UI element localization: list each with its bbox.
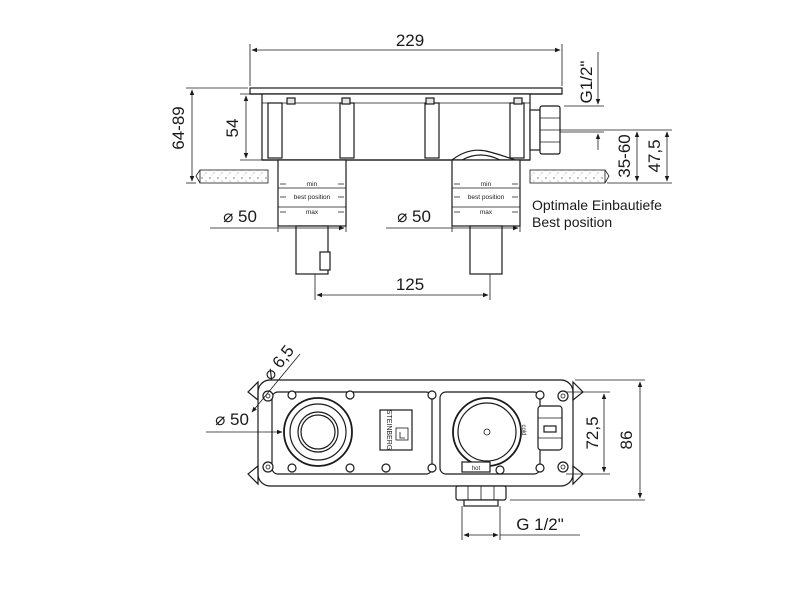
note-best-position-en: Best position — [532, 214, 612, 230]
dim-35-60-label: 35-60 — [615, 134, 634, 177]
dim-left-diameter-label: ⌀ 50 — [223, 207, 257, 226]
cover-plate — [249, 87, 563, 95]
right-scale-min: min — [481, 181, 492, 188]
mounting-holes — [262, 390, 569, 475]
brand-stamp — [379, 409, 413, 451]
side-inlet-fitting — [529, 105, 561, 155]
left-scale-max: max — [306, 209, 319, 216]
cold-label: cold — [520, 424, 526, 435]
dim-86: 86 — [510, 379, 645, 501]
dim-side-thread-label: G1/2" — [577, 61, 596, 104]
left-cartridge — [277, 159, 347, 275]
dim-plan-diameter-label: ⌀ 50 — [215, 410, 249, 429]
right-spindle — [452, 397, 522, 473]
note-best-position-de: Optimale Einbautiefe — [532, 197, 662, 213]
dim-72-5-label: 72,5 — [583, 416, 602, 449]
plan-view: STEINBERG cold hot ⌀ 6,5 ⌀ 50 — [206, 342, 645, 540]
dim-right-diameter-label: ⌀ 50 — [397, 207, 431, 226]
dim-64-89: 64-89 — [169, 87, 248, 184]
left-scale-best: best position — [294, 194, 331, 201]
scale-ticks — [280, 183, 518, 213]
dim-125-label: 125 — [396, 275, 424, 294]
dim-plan-diameter: ⌀ 50 — [206, 410, 283, 435]
dim-side-thread: G1/2" — [560, 52, 604, 150]
dim-47-5-label: 47,5 — [645, 139, 664, 172]
dim-right-diameter: ⌀ 50 — [386, 207, 521, 232]
dim-left-diameter: ⌀ 50 — [210, 207, 347, 232]
dim-bottom-thread-label: G 1/2" — [516, 515, 564, 534]
dim-229-label: 229 — [396, 31, 424, 50]
right-scale-best: best position — [468, 194, 505, 201]
wall-section — [195, 169, 610, 184]
dim-bottom-thread: G 1/2" — [461, 506, 580, 540]
dim-72-5: 72,5 — [566, 391, 610, 475]
dim-hole-diameter-label: ⌀ 6,5 — [259, 342, 298, 384]
dim-86-label: 86 — [617, 431, 636, 450]
brand-label: STEINBERG — [385, 410, 392, 450]
dim-229: 229 — [249, 31, 563, 86]
dim-64-89-label: 64-89 — [169, 106, 188, 149]
hot-label: hot — [472, 466, 481, 472]
right-scale-max: max — [480, 209, 493, 216]
dim-35-60: 35-60 — [560, 129, 642, 184]
dim-47-5: 47,5 — [642, 129, 672, 184]
plan-side-inlet — [537, 405, 563, 451]
left-scale-min: min — [307, 181, 318, 188]
right-cartridge — [451, 159, 521, 275]
dim-125: 125 — [314, 274, 491, 300]
dim-54: 54 — [223, 93, 278, 161]
left-opening — [283, 397, 353, 467]
dim-54-label: 54 — [223, 119, 242, 138]
valve-body — [261, 93, 531, 163]
side-view: min best position max min best position … — [169, 31, 672, 300]
plan-bottom-inlet — [455, 485, 507, 507]
